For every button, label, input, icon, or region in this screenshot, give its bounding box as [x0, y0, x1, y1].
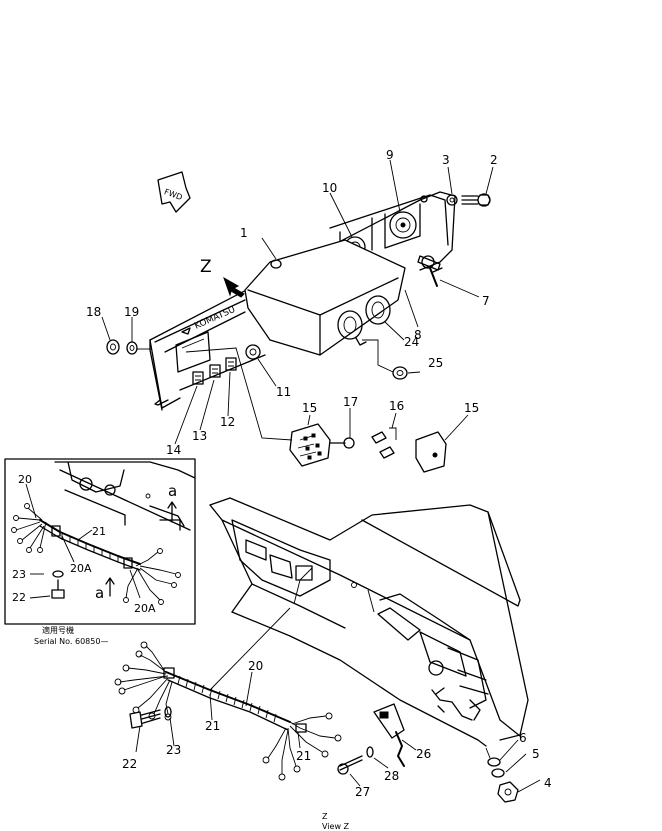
inset-marker-a-2: a: [95, 584, 104, 602]
inset-callout-20a-2: 20A: [134, 602, 156, 615]
bolt-22-icon: [129, 709, 161, 729]
nut-25-icon: [392, 366, 408, 380]
callout-17: 17: [343, 395, 358, 409]
callout-22: 22: [122, 757, 137, 771]
bolt-27-icon: [337, 755, 363, 775]
callout-24: 24: [404, 335, 419, 349]
fwd-label: FWD: [163, 187, 184, 202]
washer-23-icon: [164, 706, 172, 718]
callout-14: 14: [166, 443, 181, 457]
callout-21-upper: 21: [205, 719, 220, 733]
nut-4-icon: [497, 781, 519, 803]
washer-5-icon: [491, 768, 505, 778]
callout-15-left: 15: [302, 401, 317, 415]
nut-18-icon: [106, 339, 120, 355]
callout-10: 10: [322, 181, 337, 195]
fwd-arrow-icon: FWD: [157, 171, 191, 213]
washer-3-icon: [446, 194, 458, 206]
callout-3: 3: [442, 153, 450, 167]
screw-17-icon: [329, 437, 355, 449]
washer-6-icon: [487, 757, 501, 767]
view-marker: Z: [200, 257, 212, 277]
callout-19: 19: [124, 305, 139, 319]
instrument-panel-assembly: FWD: [86, 148, 498, 473]
washer-19-icon: [126, 341, 138, 355]
bolt-2-icon: [461, 193, 491, 207]
relay-15-icon: [289, 423, 331, 467]
inset-callout-22: 22: [12, 591, 26, 604]
callout-23: 23: [166, 743, 181, 757]
callout-8: 8: [414, 328, 422, 342]
callout-9: 9: [386, 148, 394, 162]
callout-11: 11: [276, 385, 291, 399]
serial-caption-jp: 適用号機: [42, 625, 74, 635]
callout-15-right: 15: [464, 401, 479, 415]
callout-18: 18: [86, 305, 101, 319]
callout-16: 16: [389, 399, 404, 413]
fuse-16-icon: [371, 427, 397, 459]
inset-callout-20a-1: 20A: [70, 562, 92, 575]
washer-28-icon: [366, 746, 374, 758]
callout-5: 5: [532, 747, 540, 761]
inset-marker-a-1: a: [168, 482, 177, 500]
callout-4: 4: [544, 776, 552, 790]
callout-2: 2: [490, 153, 498, 167]
inset-callout-21: 21: [92, 525, 106, 538]
callout-25: 25: [428, 356, 443, 370]
callout-28: 28: [384, 769, 399, 783]
serial-caption: Serial No. 60850—: [34, 637, 108, 646]
callout-6: 6: [519, 731, 527, 745]
view-caption-top: Z: [322, 812, 328, 821]
view-caption-bottom: View Z: [322, 822, 350, 831]
callout-13: 13: [192, 429, 207, 443]
inset-callout-20: 20: [18, 473, 32, 486]
brand-label: KOMATSU: [193, 305, 237, 332]
bracket-26-icon: [373, 703, 405, 767]
callout-1: 1: [240, 226, 248, 240]
callout-26: 26: [416, 747, 431, 761]
callout-12: 12: [220, 415, 235, 429]
callout-27: 27: [355, 785, 370, 799]
callout-7: 7: [482, 294, 490, 308]
callout-21-lower: 21: [296, 749, 311, 763]
callout-20: 20: [248, 659, 263, 673]
view-z-arrow-icon: Z: [200, 257, 245, 298]
key-switch-icon: [417, 255, 443, 287]
connector-15-icon: [415, 431, 447, 473]
inset-serial-variant: 20 21 20A 20A 23 22 a a 適用号機 Serial No. …: [4, 458, 196, 646]
view-z-assembly: 20 21 21 22 23 26 28 27 6 5 4: [114, 497, 552, 803]
inset-callout-23: 23: [12, 568, 26, 581]
